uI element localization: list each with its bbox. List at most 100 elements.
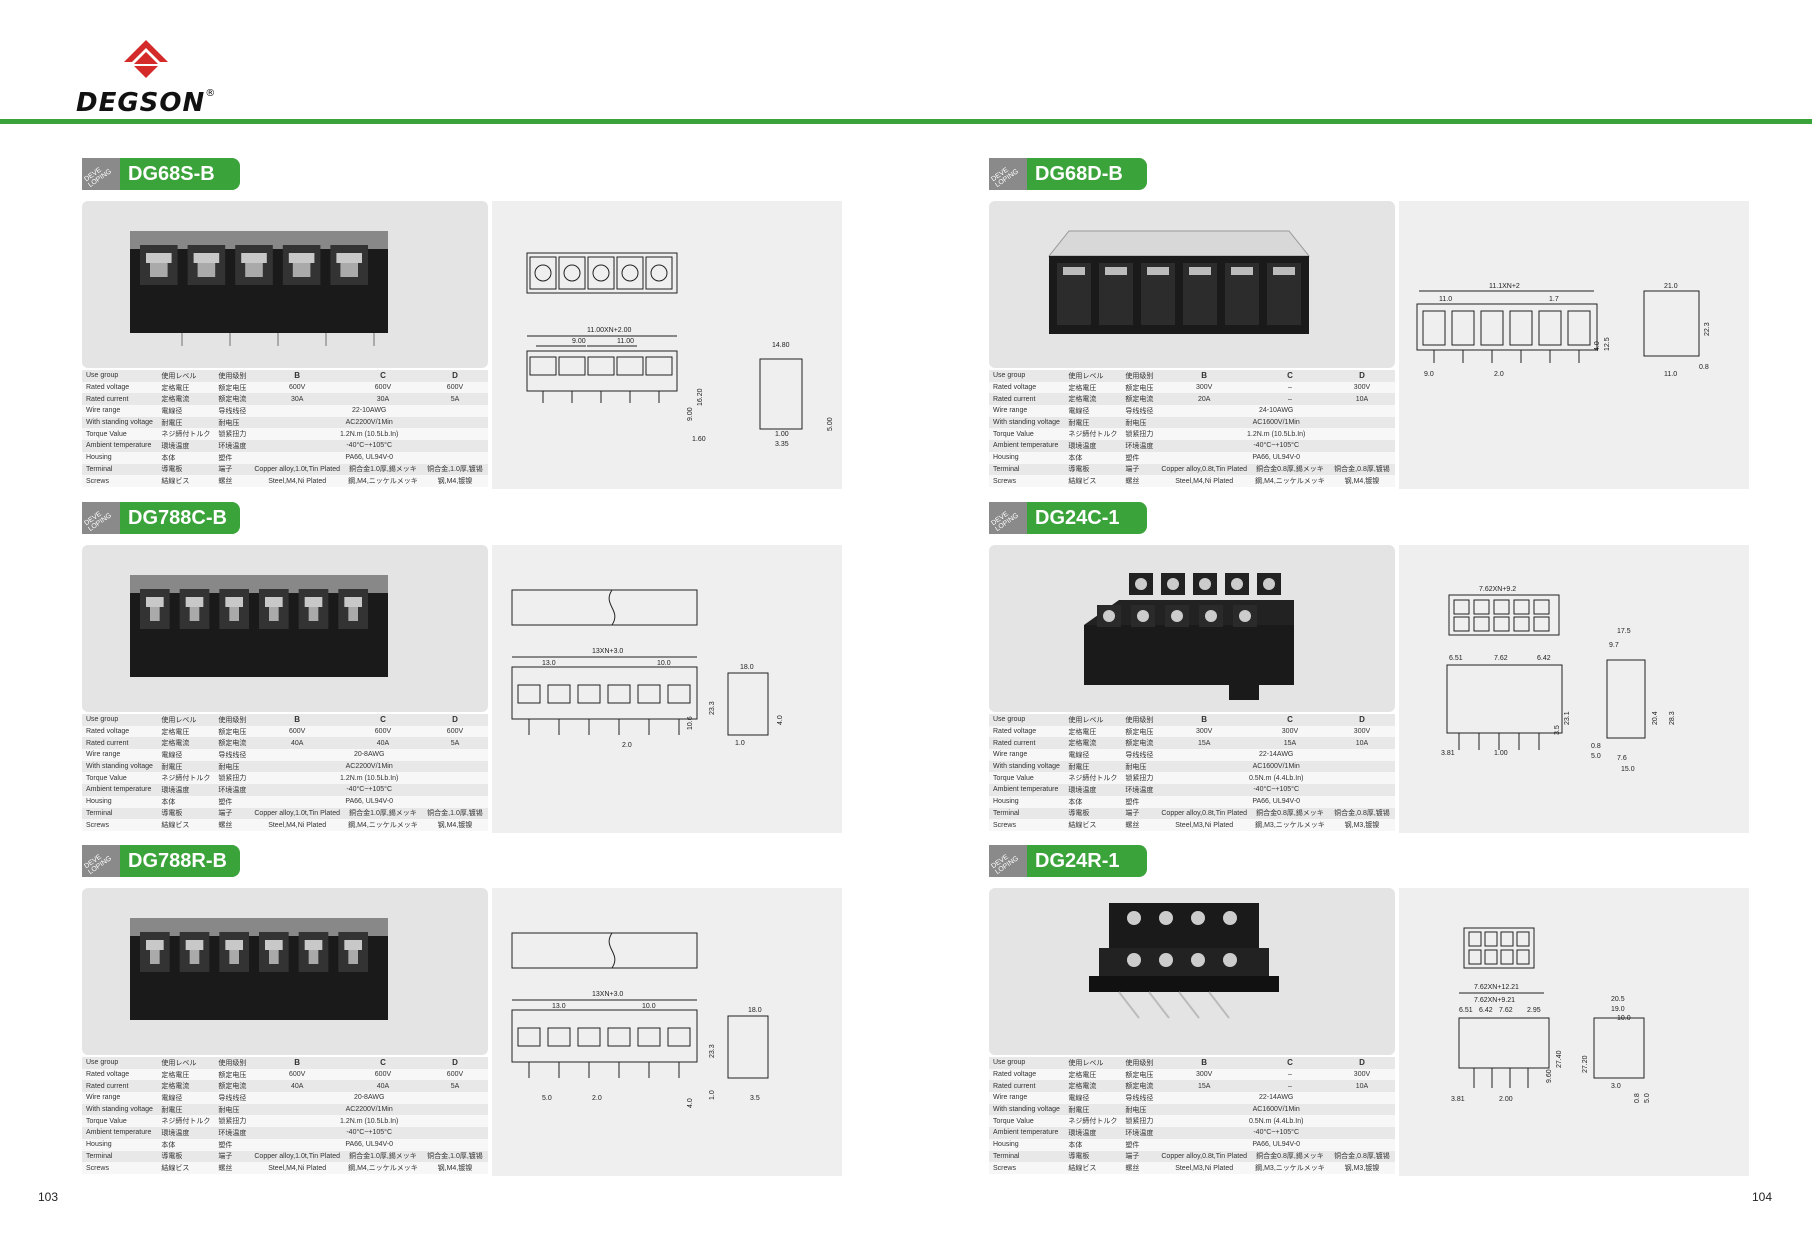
dimension-label: 6.51 [1459,1007,1473,1014]
dimension-label: 7.62XN+9.21 [1474,997,1515,1004]
spec-label-cn: 塑件 [214,1138,251,1151]
spec-label-cn: 耐电压 [214,416,251,429]
brand-name: DEGSON® [76,88,217,118]
spec-label-cn: 额定电流 [1121,1080,1158,1093]
spec-value: Copper alloy,1.0t,Tin Plated [250,1150,344,1163]
dimension-label: 4.0 [687,1098,694,1108]
spec-value: 铜合金,0.8厚,镀锡 [1328,463,1395,476]
spec-label-jp: 定格電圧 [1064,381,1122,394]
spec-label-cn: 螺丝 [1121,819,1158,831]
spec-value: Copper alloy,0.8t,Tin Plated [1157,807,1251,820]
dimension-label: 0.8 [1591,743,1601,750]
logo-diamond-icon [124,40,168,78]
spec-value: 600V [343,381,422,394]
product-photo [82,201,488,368]
product-photo [989,545,1395,712]
spec-value: Copper alloy,0.8t,Tin Plated [1157,1150,1251,1163]
spec-label-jp: 電線径 [1064,1092,1122,1104]
spec-label-jp: 環境温度 [1064,440,1122,452]
spec-label-jp: 導電板 [157,463,215,476]
dimension-label: 1.60 [692,436,706,443]
dimension-label: 21.0 [1664,283,1678,290]
developing-badge: DEVE LOPING [82,158,120,190]
terminal-block-image [1047,230,1311,334]
spec-label-cn: 锁紧扭力 [1121,772,1158,785]
dimension-label: 11.1XN+2 [1489,283,1520,290]
dimension-label: 9.7 [1609,642,1619,649]
spec-label-jp: 導電板 [1064,463,1122,476]
spec-label-jp: 定格電圧 [157,1068,215,1081]
developing-badge: DEVE LOPING [989,158,1027,190]
spec-label-cn: 端子 [1121,1150,1158,1163]
spec-label-en: Housing [989,795,1065,808]
spec-label-cn: 额定电流 [1121,393,1158,406]
spec-label-en: Use group [82,370,158,382]
spec-label-jp: 導電板 [157,807,215,820]
spec-value: 22-10AWG [250,405,488,417]
spec-label-jp: 結線ビス [1064,819,1122,831]
spec-value: Copper alloy,1.0t,Tin Plated [250,807,344,820]
spec-label-jp: 定格電流 [1064,1080,1122,1093]
spec-label-en: Torque Value [82,772,158,785]
spec-label-en: Wire range [989,1092,1065,1104]
dimension-label: 5.0 [1591,753,1601,760]
spec-value: 40A [250,737,344,750]
spec-value: 300V [1328,1068,1395,1081]
spec-label-en: Screws [989,475,1065,487]
spec-label-en: Ambient temperature [989,784,1065,796]
spec-value: 钢,M4,镀镍 [421,1162,488,1174]
spec-value: 1.2N.m (10.5Lb.In) [250,428,488,441]
spec-label-en: Terminal [989,807,1065,820]
spec-value: 0.5N.m (4.4Lb.In) [1157,772,1395,785]
spec-label-jp: 結線ビス [157,819,215,831]
spec-value: Steel,M4,Ni Plated [1157,475,1251,487]
spec-label-jp: 定格電圧 [157,725,215,738]
spec-label-jp: 結線ビス [157,1162,215,1174]
spec-label-en: Screws [989,1162,1065,1174]
spec-value: -40°C~+105°C [250,440,488,452]
dimension-label: 11.00 [617,338,634,345]
spec-label-cn: 环境温度 [1121,1127,1158,1139]
brand-logo: DEGSON® [76,40,236,120]
spec-label-jp: 使用レベル [157,1057,215,1069]
dimension-label: 5.0 [542,1095,552,1102]
dimension-label: 5.00 [827,417,834,431]
spec-value: AC2200V/1Min [250,1103,488,1116]
spec-label-en: Rated voltage [989,725,1065,738]
spec-value: Steel,M3,Ni Plated [1157,819,1251,831]
dimension-label: 6.42 [1537,655,1551,662]
spec-value: 600V [421,381,488,394]
spec-value: 5A [421,737,488,750]
spec-label-cn: 额定电压 [214,381,251,394]
spec-label-cn: 额定电流 [214,737,251,750]
spec-value: 40A [343,1080,422,1093]
spec-label-cn: 额定电压 [1121,1068,1158,1081]
spec-label-en: Rated voltage [989,381,1065,394]
spec-label-jp: 導電板 [157,1150,215,1163]
spec-label-cn: 使用级别 [214,370,251,382]
dimension-label: 11.00XN+2.00 [587,327,632,334]
dimension-label: 23.1 [1564,711,1571,725]
spec-value: -40°C~+105°C [1157,1127,1395,1139]
spec-label-cn: 额定电压 [214,725,251,738]
